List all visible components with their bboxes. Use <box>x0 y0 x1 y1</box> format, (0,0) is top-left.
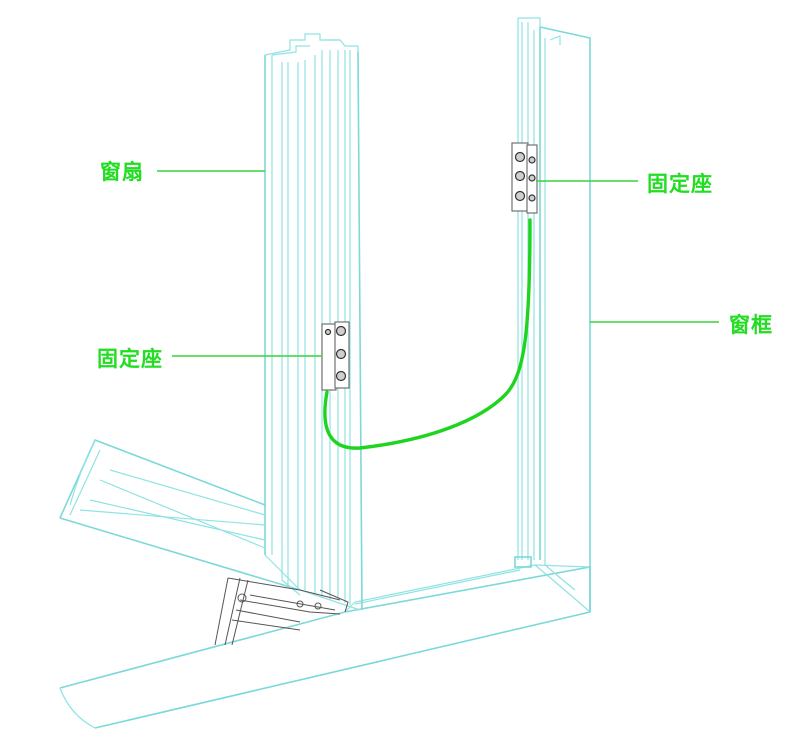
label-sash: 窗扇 <box>100 160 144 184</box>
window-frame-right <box>514 17 591 613</box>
label-frame: 窗框 <box>729 313 773 337</box>
label-fixed-seat-left: 固定座 <box>97 347 163 371</box>
window-sill <box>59 564 591 729</box>
friction-stay-hardware <box>214 577 349 646</box>
window-sash <box>59 33 363 611</box>
safety-cable <box>323 218 532 450</box>
fixed-seat-bracket-left <box>321 321 350 391</box>
label-fixed-seat-right: 固定座 <box>647 172 713 196</box>
fixed-seat-bracket-right <box>511 142 538 214</box>
